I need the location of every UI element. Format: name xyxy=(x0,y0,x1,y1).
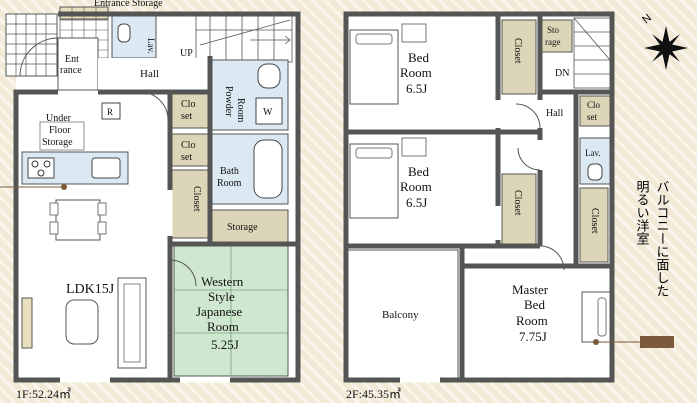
tv-board xyxy=(21,297,33,349)
dining-table xyxy=(55,199,101,241)
closet-upper-label-1: Clo xyxy=(181,99,195,110)
stove-icon xyxy=(27,157,55,179)
bed-room-1-label-2: Room xyxy=(400,65,432,80)
western-label-2: Style xyxy=(208,289,235,304)
closet-3 xyxy=(579,187,609,263)
closet-upper xyxy=(171,91,209,129)
storage-1f-label: Storage xyxy=(227,222,258,233)
western-label-1: Western xyxy=(201,274,244,289)
floor-1-area: 1F:52.24㎡ xyxy=(16,387,71,401)
bath-room-label-1: Bath xyxy=(220,166,239,177)
under-floor-label-3: Storage xyxy=(42,137,73,148)
floor-2-labels: Bed Room 6.5J Closet Sto rage DN Bed Roo… xyxy=(346,25,601,401)
closet-side-label: Closet xyxy=(191,186,202,212)
washer-box xyxy=(255,97,283,125)
fridge-label: R xyxy=(107,107,113,117)
closet-hall-label-1: Clo xyxy=(587,100,601,110)
entrance-door-swing xyxy=(19,37,59,77)
annotation-line-2: 明るい洋室 xyxy=(635,180,650,245)
bed-room-2-label-2: Room xyxy=(400,179,432,194)
storage-2f xyxy=(539,19,573,53)
closet-middle-label-1: Clo xyxy=(181,140,195,151)
under-floor-storage-box xyxy=(39,121,85,151)
closet-2-label: Closet xyxy=(512,190,523,216)
lav-2f-label: Lav. xyxy=(585,148,601,158)
closet-2 xyxy=(501,173,537,245)
basin-icon xyxy=(257,63,281,89)
toilet-icon xyxy=(117,23,131,43)
floor-1-labels: Entrance Storage Ent rance Lav. UP Hall … xyxy=(16,0,273,401)
floor-1-plan xyxy=(0,6,301,383)
storage-2f-label-2: rage xyxy=(545,37,561,47)
master-label-3: Room xyxy=(516,313,548,328)
floor-1-stairs xyxy=(195,15,293,63)
closet-hall xyxy=(579,95,611,127)
toilet-icon-2f xyxy=(587,163,603,181)
washer-label: W xyxy=(263,107,273,118)
low-table xyxy=(65,299,99,345)
closet-hall-label-2: set xyxy=(587,112,597,122)
floor-2-plan xyxy=(343,11,674,383)
bath-room-label-2: Room xyxy=(217,178,242,189)
closet-middle xyxy=(171,133,209,167)
closet-3-label: Closet xyxy=(589,208,600,234)
lav-1f-label: Lav. xyxy=(146,38,156,54)
under-floor-label-2: Floor xyxy=(49,125,71,136)
ldk-label: LDK15J xyxy=(66,282,115,297)
sink-icon xyxy=(91,157,121,179)
balcony-label: Balcony xyxy=(382,309,419,321)
bed-room-2-label-3: 6.5J xyxy=(406,195,427,210)
bathtub-icon xyxy=(253,139,283,199)
dn-label: DN xyxy=(555,68,569,79)
western-label-4: Room xyxy=(207,319,239,334)
bed-room-1-label-3: 6.5J xyxy=(406,81,427,96)
hall-1f-label: Hall xyxy=(140,68,159,80)
fridge-box xyxy=(101,102,121,120)
compass-icon xyxy=(644,26,688,70)
bed-room-1-label-1: Bed xyxy=(408,50,429,65)
powder-room-label-1: Powder xyxy=(223,86,234,117)
entrance-tile-grid xyxy=(6,14,57,76)
master-label-2: Bed xyxy=(524,297,545,312)
western-label-5: 5.25J xyxy=(211,337,239,352)
closet-1 xyxy=(501,19,537,95)
master-label-4: 7.75J xyxy=(519,329,547,344)
hall-2f-label: Hall xyxy=(546,108,563,119)
floor-2-walls xyxy=(343,11,615,383)
under-floor-label-1: Under xyxy=(46,113,72,124)
western-label-3: Japanese xyxy=(196,304,242,319)
up-label: UP xyxy=(180,48,193,59)
compass-north-label: N xyxy=(640,12,654,26)
closet-middle-label-2: set xyxy=(181,152,192,163)
entrance-tile-area xyxy=(5,13,58,77)
entrance-label-2: rance xyxy=(60,65,82,76)
master-label-1: Master xyxy=(512,282,549,297)
powder-room-label-2: Room xyxy=(235,98,246,123)
marker-dot-master xyxy=(593,339,599,345)
storage-2f-label-1: Sto xyxy=(547,25,560,35)
annotation-text: バルコニーに面した 明るい洋室 xyxy=(635,180,670,297)
closet-side xyxy=(171,169,209,239)
annotation-line-1: バルコニーに面した xyxy=(655,180,670,297)
entrance-label-1: Ent xyxy=(65,54,79,65)
closet-1-label: Closet xyxy=(512,38,523,64)
marker-dot-ldk xyxy=(61,184,67,190)
closet-upper-label-2: set xyxy=(181,111,192,122)
floor-2-stairs xyxy=(573,17,611,89)
bed-room-2-label-1: Bed xyxy=(408,164,429,179)
entrance-storage-label: Entrance Storage xyxy=(94,0,163,9)
annotation-bar xyxy=(640,336,674,348)
floor-2-area: 2F:45.35㎡ xyxy=(346,387,401,401)
